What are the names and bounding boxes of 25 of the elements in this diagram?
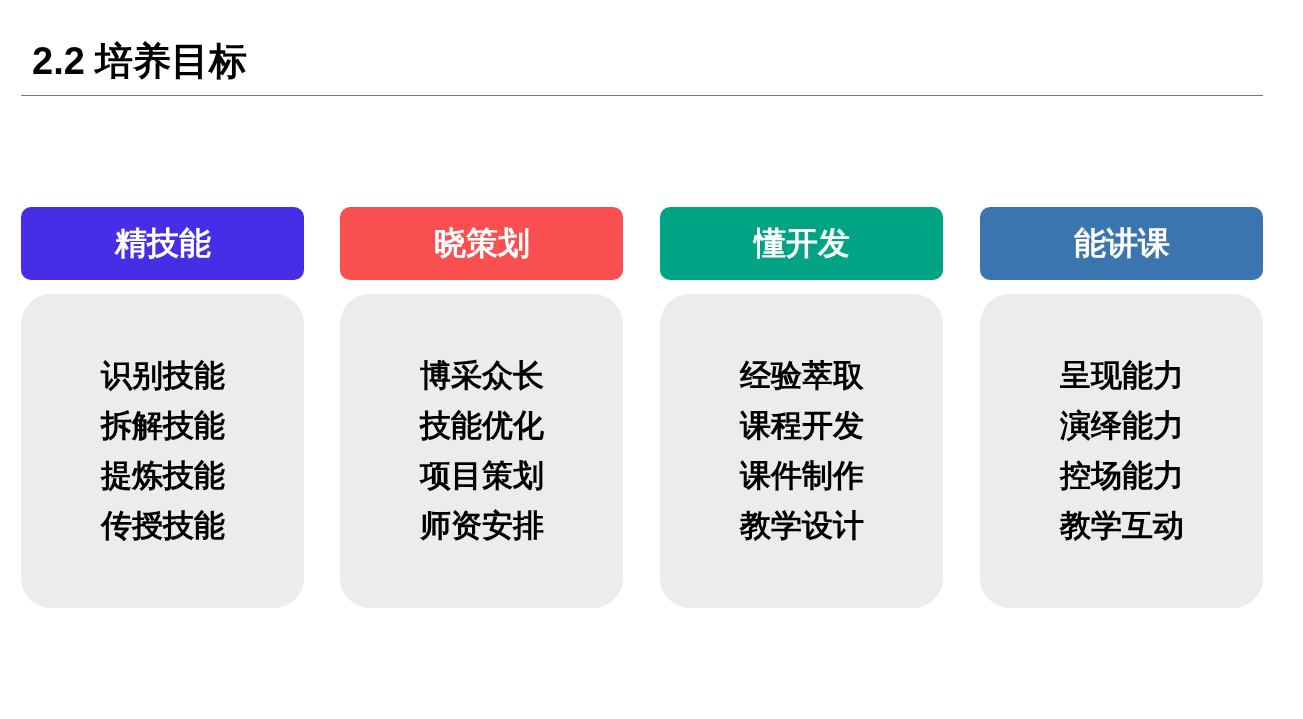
list-item: 项目策划	[419, 457, 544, 495]
list-item: 控场能力	[1059, 457, 1184, 495]
header-bar	[21, 207, 304, 280]
list-item: 师资安排	[419, 507, 544, 545]
list-item: 拆解技能	[100, 407, 225, 445]
header-bar	[980, 207, 1263, 280]
list-item: 提炼技能	[100, 457, 225, 495]
list-item: 演绎能力	[1059, 407, 1184, 445]
slide-title: 2.2 培养目标	[32, 39, 248, 84]
column-heading: 懂开发	[753, 223, 850, 263]
header-bar	[660, 207, 943, 280]
list-item: 传授技能	[100, 507, 225, 545]
column-heading: 能讲课	[1073, 223, 1170, 263]
list-item: 课件制作	[739, 457, 864, 495]
list-item: 教学设计	[739, 507, 864, 545]
column-heading: 晓策划	[433, 223, 530, 263]
list-item: 技能优化	[419, 407, 544, 445]
list-item: 课程开发	[739, 407, 864, 445]
list-item: 经验萃取	[739, 357, 864, 395]
header-bar	[340, 207, 623, 280]
list-item: 博采众长	[419, 357, 544, 395]
list-item: 识别技能	[100, 357, 225, 395]
list-item: 教学互动	[1059, 507, 1184, 545]
column-heading: 精技能	[114, 223, 211, 263]
list-item: 呈现能力	[1059, 357, 1184, 395]
